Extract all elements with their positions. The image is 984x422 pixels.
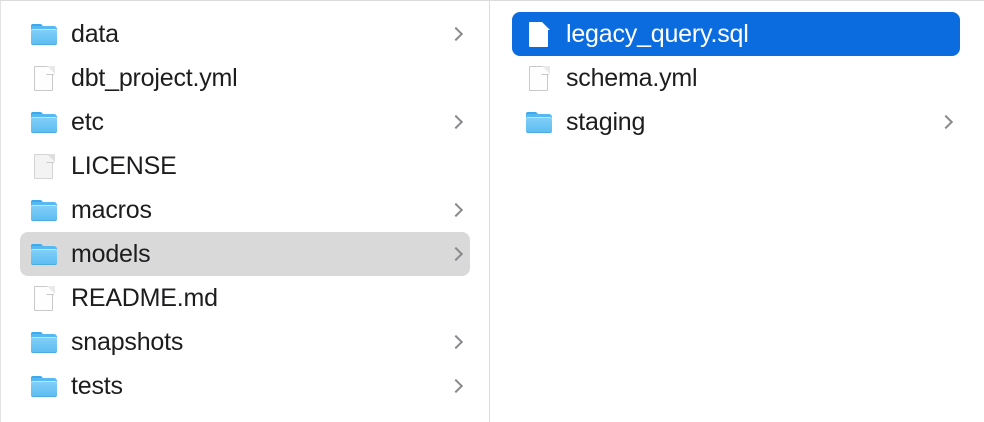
file-document-icon [30, 284, 58, 312]
folder-icon [30, 196, 58, 224]
file-blank-icon [30, 152, 58, 180]
chevron-right-icon[interactable] [450, 377, 462, 395]
file-name-label: macros [71, 196, 152, 224]
file-row[interactable]: staging [512, 100, 960, 144]
file-row[interactable]: snapshots [20, 320, 470, 364]
file-document-icon [525, 20, 553, 48]
folder-icon [525, 108, 553, 136]
file-name-label: dbt_project.yml [71, 64, 238, 92]
file-name-label: legacy_query.sql [566, 20, 749, 48]
file-row[interactable]: tests [20, 364, 470, 408]
chevron-right-icon[interactable] [450, 25, 462, 43]
file-row[interactable]: README.md [20, 276, 470, 320]
file-document-icon [30, 64, 58, 92]
file-row[interactable]: dbt_project.yml [20, 56, 470, 100]
file-row[interactable]: macros [20, 188, 470, 232]
file-row[interactable]: schema.yml [512, 56, 960, 100]
file-name-label: schema.yml [566, 64, 698, 92]
folder-icon [30, 328, 58, 356]
file-name-label: LICENSE [71, 152, 177, 180]
file-name-label: tests [71, 372, 123, 400]
file-row[interactable]: LICENSE [20, 144, 470, 188]
file-document-icon [525, 64, 553, 92]
file-name-label: snapshots [71, 328, 184, 356]
file-row[interactable]: models [20, 232, 470, 276]
file-row[interactable]: etc [20, 100, 470, 144]
folder-icon [30, 372, 58, 400]
folder-icon [30, 20, 58, 48]
chevron-right-icon[interactable] [450, 245, 462, 263]
file-row[interactable]: legacy_query.sql [512, 12, 960, 56]
file-name-label: staging [566, 108, 646, 136]
chevron-right-icon[interactable] [450, 201, 462, 219]
folder-icon [30, 108, 58, 136]
chevron-right-icon[interactable] [940, 113, 952, 131]
finder-column-child[interactable]: legacy_query.sql schema.yml staging [490, 1, 984, 422]
file-name-label: etc [71, 108, 104, 136]
chevron-right-icon[interactable] [450, 333, 462, 351]
file-name-label: README.md [71, 284, 218, 312]
file-row[interactable]: data [20, 12, 470, 56]
folder-icon [30, 240, 58, 268]
file-name-label: models [71, 240, 151, 268]
file-name-label: data [71, 20, 119, 48]
chevron-right-icon[interactable] [450, 113, 462, 131]
